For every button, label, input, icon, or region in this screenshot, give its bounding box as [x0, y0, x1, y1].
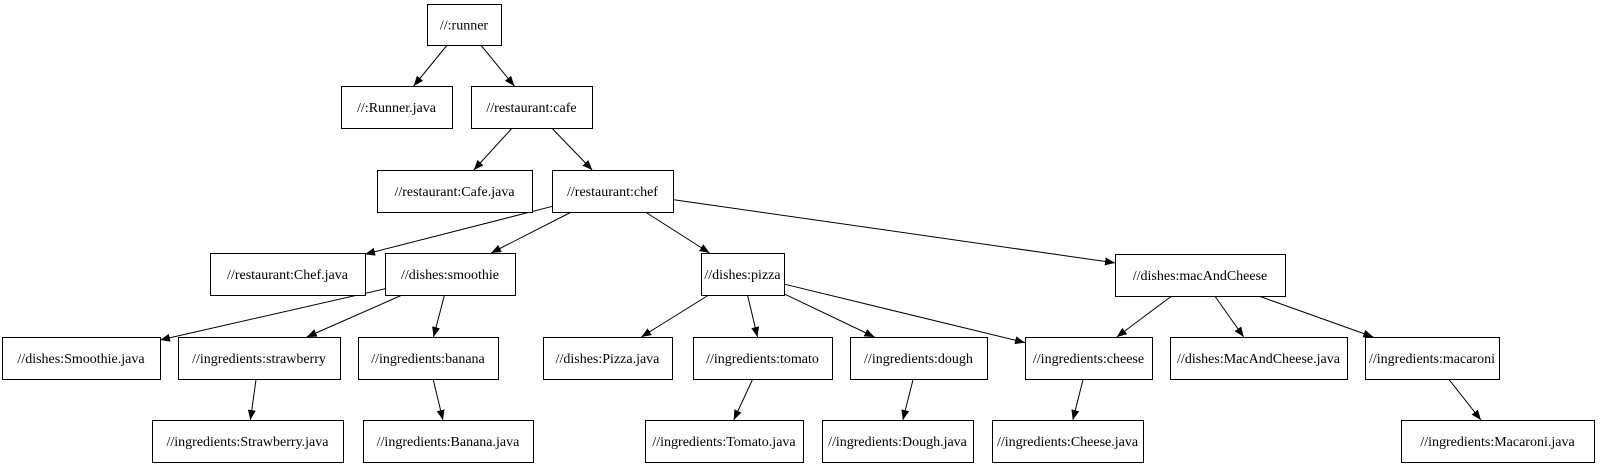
- graph-node-box-tomato: [693, 337, 833, 380]
- graph-node-cheese: //ingredients:cheese: [1025, 337, 1153, 380]
- graph-edge-cheese-to-cheese_java: [1071, 378, 1084, 421]
- graph-node-label-mac: //dishes:macAndCheese: [1133, 269, 1268, 284]
- graph-edge-mac-to-macaroni: [1258, 295, 1374, 338]
- graph-node-box-dough: [850, 337, 988, 380]
- graph-edge-chef-to-smoothie: [490, 211, 572, 254]
- graph-edge-chef-to-mac: [672, 199, 1116, 266]
- graph-edge-strawberry-to-strawberry_java: [247, 378, 257, 421]
- graph-node-box-cafe_java: [377, 170, 533, 213]
- graph-node-box-tomato_java: [645, 420, 804, 463]
- graph-node-label-pizza: //dishes:pizza: [704, 268, 781, 283]
- graph-node-label-cafe: //restaurant:cafe: [486, 101, 576, 116]
- graph-node-mac: //dishes:macAndCheese: [1115, 254, 1286, 297]
- graph-node-label-macaroni: //ingredients:macaroni: [1369, 352, 1495, 367]
- graph-node-chef: //restaurant:chef: [552, 170, 674, 213]
- graph-edge-runner-to-cafe: [480, 44, 515, 87]
- graph-node-label-cheese: //ingredients:cheese: [1033, 352, 1144, 367]
- graph-node-dough_java: //ingredients:Dough.java: [822, 420, 974, 463]
- graph-edge-smoothie-to-banana: [432, 294, 445, 338]
- graph-edge-smoothie-to-smoothie_java: [159, 288, 386, 342]
- graph-node-banana_java: //ingredients:Banana.java: [363, 420, 534, 463]
- graph-node-label-chef: //restaurant:chef: [567, 185, 658, 200]
- graph-node-box-strawberry_java: [152, 420, 344, 463]
- graph-node-box-smoothie_java: [2, 337, 161, 380]
- graph-node-pizza_java: //dishes:Pizza.java: [543, 337, 673, 380]
- graph-node-tomato: //ingredients:tomato: [693, 337, 833, 380]
- graph-node-smoothie: //dishes:smoothie: [385, 253, 516, 296]
- graph-node-label-strawberry: //ingredients:strawberry: [192, 352, 326, 367]
- graph-node-label-dough: //ingredients:dough: [864, 352, 973, 367]
- graph-node-smoothie_java: //dishes:Smoothie.java: [2, 337, 161, 380]
- graph-node-box-chef_java: [210, 253, 366, 296]
- graph-node-box-smoothie: [385, 253, 516, 296]
- graph-edge-banana-to-banana_java: [432, 378, 445, 421]
- graph-node-box-strawberry: [178, 337, 341, 380]
- graph-node-label-banana: //ingredients:banana: [371, 352, 485, 367]
- graph-node-box-runner: [427, 4, 502, 46]
- graph-node-box-runner_java: [341, 86, 453, 129]
- graph-node-label-pizza_java: //dishes:Pizza.java: [556, 352, 661, 367]
- graph-edge-pizza-to-dough: [783, 293, 875, 338]
- graph-node-runner: //:runner: [427, 4, 502, 46]
- graph-node-box-pizza_java: [543, 337, 673, 380]
- graph-node-strawberry: //ingredients:strawberry: [178, 337, 341, 380]
- graph-node-label-tomato: //ingredients:tomato: [706, 352, 819, 367]
- graph-node-label-smoothie_java: //dishes:Smoothie.java: [17, 352, 145, 367]
- graph-node-box-macaroni: [1365, 337, 1500, 380]
- graph-edge-cafe-to-cafe_java: [473, 127, 513, 171]
- graph-edge-pizza-to-pizza_java: [640, 294, 710, 338]
- graph-node-box-pizza: [701, 253, 785, 296]
- graph-node-box-cheese: [1025, 337, 1153, 380]
- graph-edge-chef-to-pizza: [645, 211, 710, 254]
- graph-node-tomato_java: //ingredients:Tomato.java: [645, 420, 804, 463]
- graph-edge-smoothie-to-strawberry: [306, 294, 403, 338]
- graph-node-label-cafe_java: //restaurant:Cafe.java: [394, 185, 515, 200]
- graph-node-label-tomato_java: //ingredients:Tomato.java: [652, 435, 796, 450]
- graph-node-chef_java: //restaurant:Chef.java: [210, 253, 366, 296]
- graph-node-macaroni: //ingredients:macaroni: [1365, 337, 1500, 380]
- graph-node-cheese_java: //ingredients:Cheese.java: [992, 420, 1144, 463]
- graph-node-box-mac_java: [1170, 337, 1348, 380]
- graph-node-label-runner: //:runner: [440, 19, 489, 34]
- graph-edge-cafe-to-chef: [551, 127, 593, 171]
- graph-edge-macaroni-to-macaroni_java: [1448, 378, 1482, 421]
- graph-node-label-runner_java: //:Runner.java: [357, 101, 437, 116]
- graph-edge-mac-to-mac_java: [1214, 295, 1245, 338]
- graph-edge-tomato-to-tomato_java: [733, 378, 754, 421]
- graph-edge-dough-to-dough_java: [901, 378, 914, 421]
- graph-edge-chef-to-chef_java: [364, 205, 553, 256]
- graph-node-dough: //ingredients:dough: [850, 337, 988, 380]
- graph-node-label-macaroni_java: //ingredients:Macaroni.java: [1420, 435, 1575, 450]
- graph-node-box-banana_java: [363, 420, 534, 463]
- graph-node-strawberry_java: //ingredients:Strawberry.java: [152, 420, 344, 463]
- graph-node-box-cafe: [471, 86, 593, 129]
- graph-node-cafe_java: //restaurant:Cafe.java: [377, 170, 533, 213]
- graph-edge-pizza-to-cheese: [783, 283, 1026, 345]
- graph-node-banana: //ingredients:banana: [358, 337, 499, 380]
- graph-edge-runner-to-runner_java: [413, 44, 448, 87]
- graph-node-box-chef: [552, 170, 674, 213]
- graph-node-label-smoothie: //dishes:smoothie: [401, 268, 499, 283]
- graph-edge-mac-to-cheese: [1116, 295, 1173, 338]
- graph-node-label-chef_java: //restaurant:Chef.java: [227, 268, 349, 283]
- graph-node-box-dough_java: [822, 420, 974, 463]
- graph-node-cafe: //restaurant:cafe: [471, 86, 593, 129]
- graph-node-label-mac_java: //dishes:MacAndCheese.java: [1177, 352, 1341, 367]
- graph-node-box-cheese_java: [992, 420, 1144, 463]
- graph-node-label-cheese_java: //ingredients:Cheese.java: [997, 435, 1139, 450]
- graph-node-box-mac: [1115, 254, 1286, 297]
- graph-node-box-macaroni_java: [1401, 420, 1595, 463]
- graph-node-label-banana_java: //ingredients:Banana.java: [377, 435, 520, 450]
- graph-node-pizza: //dishes:pizza: [701, 253, 785, 296]
- graph-node-label-strawberry_java: //ingredients:Strawberry.java: [167, 435, 330, 450]
- graph-node-mac_java: //dishes:MacAndCheese.java: [1170, 337, 1348, 380]
- graph-node-label-dough_java: //ingredients:Dough.java: [828, 435, 968, 450]
- graph-node-runner_java: //:Runner.java: [341, 86, 453, 129]
- graph-node-macaroni_java: //ingredients:Macaroni.java: [1401, 420, 1595, 463]
- graph-edge-pizza-to-tomato: [747, 294, 760, 338]
- graph-node-box-banana: [358, 337, 499, 380]
